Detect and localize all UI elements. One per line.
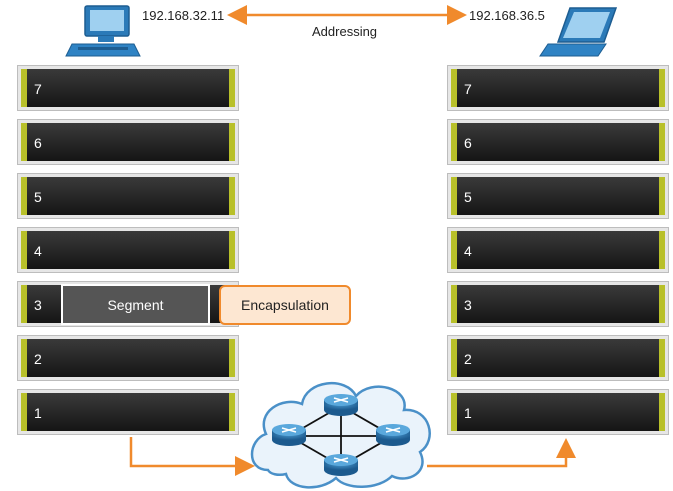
left-layer-2: 2 [18, 336, 238, 380]
right-layer-4: 4 [448, 228, 668, 272]
layer-number: 6 [34, 135, 42, 151]
router-icon [324, 454, 358, 476]
addressing-label: Addressing [312, 24, 378, 39]
right-layer-3: 3 [448, 282, 668, 326]
cloud-router-network-icon [250, 382, 431, 489]
right-layer-7: 7 [448, 66, 668, 110]
router-icon [324, 394, 358, 416]
right-host-ip: 192.168.36.5 [469, 8, 545, 23]
left-layer-1: 1 [18, 390, 238, 434]
layer-number: 1 [34, 405, 42, 421]
layer-number: 4 [34, 243, 42, 259]
desktop-computer-icon [65, 5, 141, 57]
router-icon [376, 424, 410, 446]
right-layer-5: 5 [448, 174, 668, 218]
left-layer-6: 6 [18, 120, 238, 164]
layer-number: 3 [464, 297, 472, 313]
router-icon [272, 424, 306, 446]
layer-number: 2 [34, 351, 42, 367]
layer-number: 5 [464, 189, 472, 205]
layer-number: 2 [464, 351, 472, 367]
right-layer-6: 6 [448, 120, 668, 164]
layer-number: 1 [464, 405, 472, 421]
layer-number: 4 [464, 243, 472, 259]
right-layer-1: 1 [448, 390, 668, 434]
left-layer-5: 5 [18, 174, 238, 218]
layer-number: 7 [464, 81, 472, 97]
encapsulation-callout: Encapsulation [219, 285, 351, 325]
layer-number: 6 [464, 135, 472, 151]
layer-number: 5 [34, 189, 42, 205]
data-flow-arrows [129, 437, 576, 476]
layer-number: 7 [34, 81, 42, 97]
left-host-ip: 192.168.32.11 [142, 8, 225, 23]
left-layer-7: 7 [18, 66, 238, 110]
right-layer-2: 2 [448, 336, 668, 380]
laptop-icon [539, 7, 618, 57]
segment-label: Segment [61, 284, 210, 325]
left-layer-4: 4 [18, 228, 238, 272]
layer-number: 3 [34, 297, 42, 313]
